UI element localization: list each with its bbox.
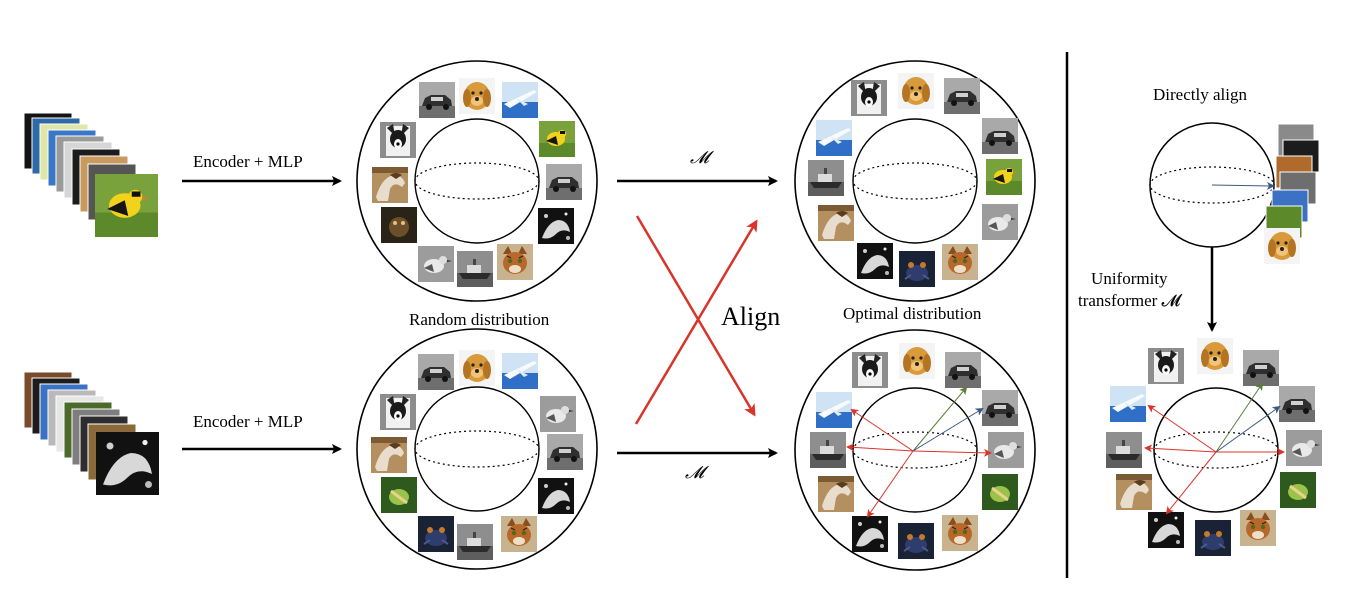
align-label: Align [721,302,781,331]
m-label-top: 𝓜 [690,148,710,167]
align-arrow-up [634,219,758,425]
random-hypersphere-bottom [356,328,598,570]
directly-align-label: Directly align [1153,85,1247,104]
optimal-hypersphere-top [794,60,1036,302]
input-image-stack-bottom [23,371,159,495]
uniformity-transformer-label: Uniformity transformer 𝓜 [1078,268,1181,312]
input-image-stack-top [23,112,158,237]
optimal-hypersphere-bottom [794,329,1036,571]
m-label-bottom: 𝓜 [685,463,705,482]
direct-align-sphere [1149,122,1275,248]
uniform-sphere [1106,338,1322,557]
random-distribution-label: Random distribution [409,310,550,329]
align-arrow-down [635,215,756,417]
uniformity-line-2: transformer 𝓜 [1078,291,1181,310]
random-hypersphere-top [356,60,598,302]
uniformity-line-1: Uniformity [1091,269,1168,288]
optimal-distribution-label: Optimal distribution [843,304,982,323]
encoder-mlp-label-top: Encoder + MLP [193,152,303,171]
direct-align-image-stack [1264,123,1320,264]
encoder-mlp-label-bottom: Encoder + MLP [193,412,303,431]
